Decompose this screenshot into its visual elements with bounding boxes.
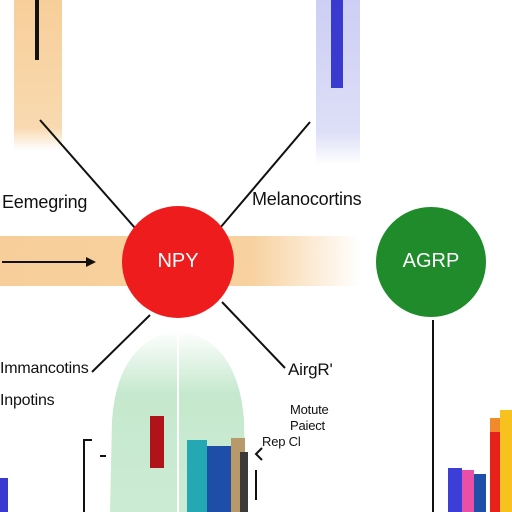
label-inpotins: Inpotins <box>0 392 55 409</box>
bar-orange <box>490 418 500 432</box>
label-emerging: Eemegring <box>2 192 88 212</box>
agrp-node <box>376 207 486 317</box>
label-motute: Motute <box>290 402 329 417</box>
spoke-top-right <box>219 121 311 229</box>
bracket-right <box>254 447 263 500</box>
orange-band-vertical-line <box>35 0 39 60</box>
label-agrp-small: AirgR' <box>288 360 333 379</box>
spoke-bottom-left <box>91 314 151 373</box>
blue-edge-bar <box>0 478 8 512</box>
bar-teal <box>187 440 207 512</box>
bar-yellow <box>500 410 512 512</box>
bar-tan-dark <box>240 452 248 512</box>
bar-dark-red <box>150 416 164 468</box>
label-paiect: Paiect <box>290 418 325 433</box>
label-rep-cl: Rep Cl <box>262 434 301 449</box>
bar-indigo <box>448 468 462 512</box>
input-arrow-head <box>86 257 96 267</box>
label-immancotins: Immancotins <box>0 360 89 377</box>
agrp-label: AGRP <box>402 250 460 272</box>
npy-node <box>122 206 234 318</box>
label-melanocortins: Melanocortins <box>252 189 362 209</box>
bar-navy-small <box>474 474 486 512</box>
npy-label: NPY <box>157 250 199 272</box>
spoke-bottom-right <box>221 301 286 369</box>
bar-pink <box>462 470 474 512</box>
bar-red <box>490 430 500 512</box>
blue-bar-top <box>331 0 343 88</box>
bar-navy <box>207 446 231 512</box>
spoke-top-left <box>39 119 136 229</box>
bracket-left <box>83 439 92 512</box>
